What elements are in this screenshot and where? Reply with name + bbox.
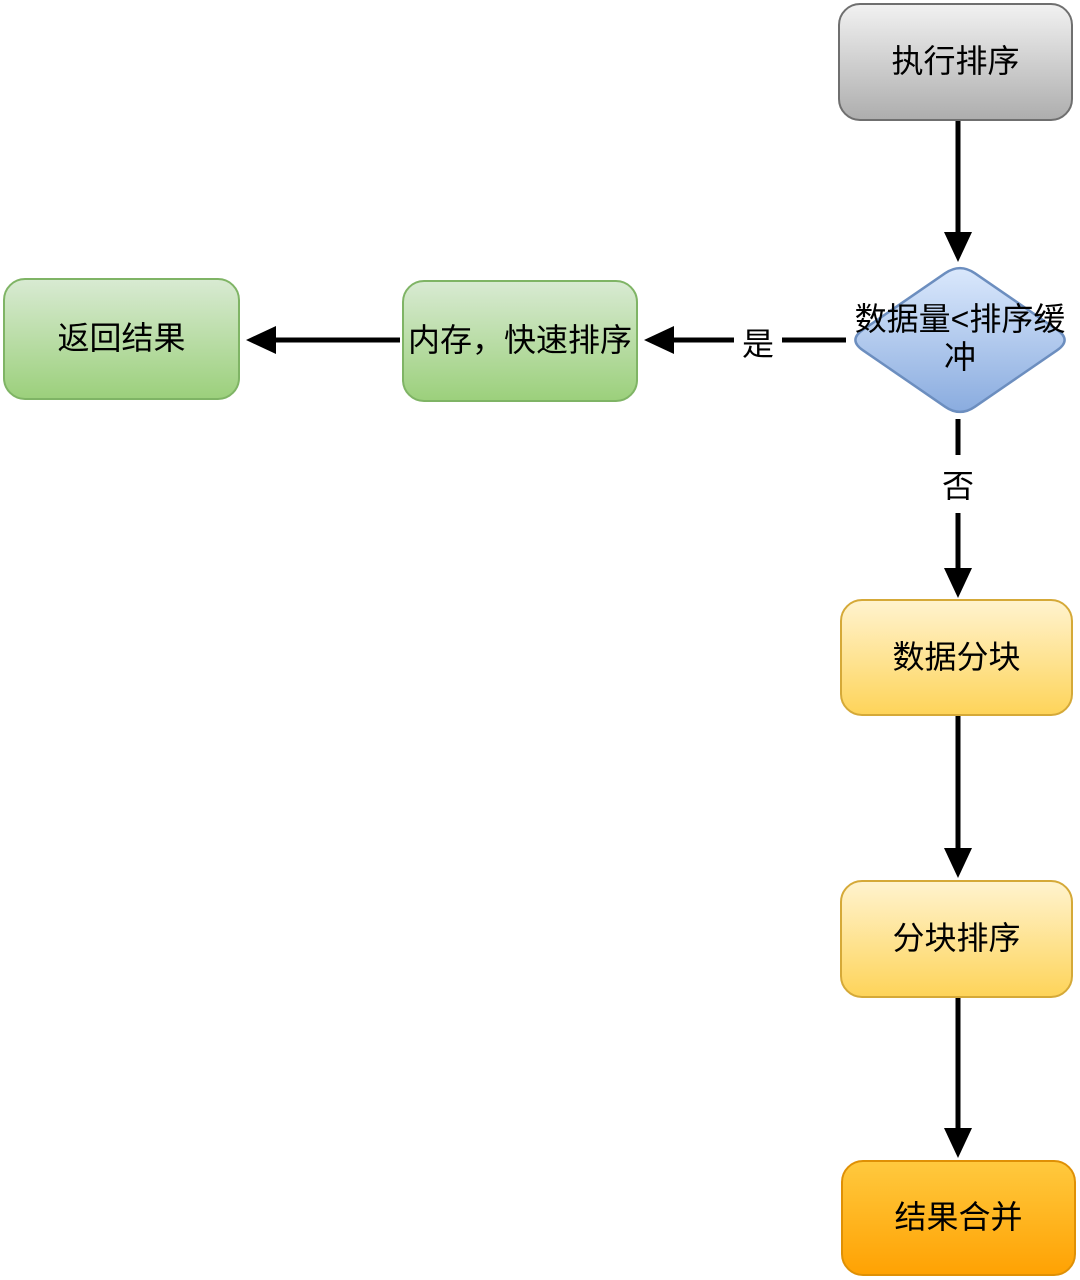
node-return-result: 返回结果 xyxy=(3,278,240,400)
edge-chunk-chunksort xyxy=(944,716,972,878)
node-memory-quicksort-label: 内存，快速排序 xyxy=(407,322,632,359)
node-chunk-sort: 分块排序 xyxy=(840,880,1073,998)
node-decision-label: 数据量<排序缓冲 xyxy=(854,301,1066,375)
node-start-label: 执行排序 xyxy=(891,43,1020,80)
edge-quicksort-return xyxy=(246,326,400,354)
edge-label-no: 否 xyxy=(940,455,976,513)
node-chunk-sort-label: 分块排序 xyxy=(892,920,1021,957)
node-data-chunk: 数据分块 xyxy=(840,599,1073,716)
node-decision-shape xyxy=(854,266,1066,414)
node-memory-quicksort: 内存，快速排序 xyxy=(402,280,638,402)
node-data-chunk-label: 数据分块 xyxy=(892,638,1021,675)
node-decision: 数据量<排序缓冲 xyxy=(840,300,1080,376)
node-merge-result: 结果合并 xyxy=(841,1160,1076,1276)
edge-label-yes: 是 xyxy=(733,319,783,365)
edge-chunksort-merge xyxy=(944,998,972,1158)
edge-start-decision xyxy=(944,121,972,262)
node-return-result-label: 返回结果 xyxy=(57,320,186,357)
node-start: 执行排序 xyxy=(838,3,1073,121)
node-merge-result-label: 结果合并 xyxy=(894,1199,1023,1236)
